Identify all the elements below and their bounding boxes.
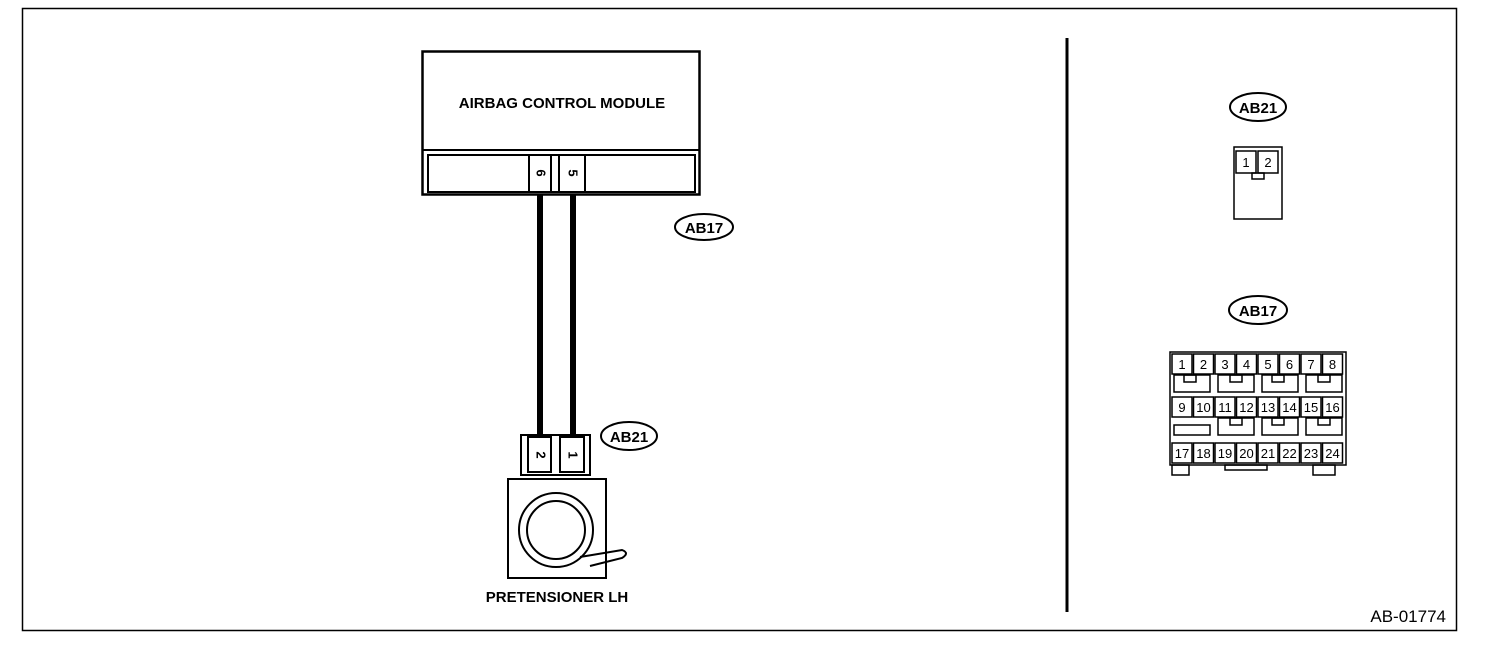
legend-ab17-foot [1224,464,1268,471]
legend-ab21: AB21 1 2 [1229,92,1287,220]
legend-ab17-pin-cell [1300,442,1322,464]
legend-ab17-pin-cell [1257,396,1279,418]
legend-ab17-pin-16: 16 [1325,400,1339,415]
legend-ab17-pin-cell [1192,353,1215,375]
legend-ab17-pin-10: 10 [1196,400,1210,415]
figure-code: AB-01774 [1370,607,1446,626]
legend-ab17-latch-tab [1317,374,1331,383]
legend-ab17-pin-cell [1171,353,1193,375]
connector-callout-ab21: AB21 [600,421,658,451]
module-terminal-6: 6 [534,169,549,176]
legend-ab17-latch [1173,424,1211,436]
legend-ab17-pin-cell [1235,442,1258,464]
legend-ab17-pin-cell [1235,353,1258,375]
pretensioner-reel-outer [518,492,594,568]
legend-ab17-pin-cell [1214,396,1236,418]
pretensioner-belt-tail [579,548,627,567]
legend-ab21-pin-1: 1 [1242,155,1249,170]
legend-ab17-pin-cell [1278,396,1301,418]
legend-ab17-pin-5: 5 [1264,357,1271,372]
legend-ab17-pin-14: 14 [1282,400,1296,415]
pretensioner-reel-inner [526,500,586,560]
legend-ab17-pin-22: 22 [1282,446,1296,461]
pretensioner-terminal-2: 2 [534,451,549,458]
legend-ab17-foot [1171,464,1190,476]
module-terminal-cell [558,154,586,193]
module-label: AIRBAG CONTROL MODULE [459,95,665,112]
legend-ab17-pin-24: 24 [1325,446,1339,461]
legend-ab17-pin-15: 15 [1304,400,1318,415]
legend-ab17-latch-tab [1183,374,1197,383]
airbag-control-module: AIRBAG CONTROL MODULE 6 5 [421,50,701,196]
pretensioner-label: PRETENSIONER LH [486,589,629,606]
callout-ab17-label: AB17 [685,220,723,237]
legend-ab17-pin-13: 13 [1261,400,1275,415]
diagram-frame [21,7,1458,632]
callout-ab21-label: AB21 [610,429,648,446]
legend-ab17-pin-11: 11 [1218,400,1232,415]
pretensioner-terminal-cell [527,436,552,473]
legend-ab17-pin-19: 19 [1218,446,1232,461]
legend-ab17-pin-cell [1278,442,1301,464]
legend-ab17-pin-23: 23 [1304,446,1318,461]
legend-ab17-pin-18: 18 [1196,446,1210,461]
legend-ab17-pin-cell [1257,442,1279,464]
legend-ab17-pin-cell [1192,442,1215,464]
legend-ab17-pin-9: 9 [1178,400,1185,415]
legend-ab17-pin-6: 6 [1286,357,1293,372]
legend-ab17-pin-cell [1192,396,1215,418]
legend-ab17-pin-17: 17 [1175,446,1189,461]
legend-ab17-pin-4: 4 [1243,357,1250,372]
legend-ab17-pin-1: 1 [1178,357,1185,372]
legend-ab17-pin-3: 3 [1221,357,1228,372]
legend-ab17-pin-cell [1321,396,1344,418]
legend-ab21-label: AB21 [1239,100,1277,117]
legend-ab21-pin-cell [1257,150,1279,174]
pretensioner-terminal-1: 1 [566,451,581,458]
legend-ab17-pin-8: 8 [1329,357,1336,372]
legend-ab21-latch [1251,172,1265,180]
pretensioner-terminal-cell [559,436,585,473]
legend-ab17-pin-cell [1257,353,1279,375]
legend-ab21-pin-cell [1235,150,1257,174]
legend-ab17-pin-20: 20 [1239,446,1253,461]
legend-ab17-pin-cell [1300,353,1322,375]
legend-ab17-pin-cell [1171,442,1193,464]
pretensioner-connector: 2 1 [520,434,591,476]
legend-ab17-pin-2: 2 [1200,357,1207,372]
legend-ab17-foot [1312,464,1336,476]
legend-ab17-pin-cell [1321,442,1344,464]
legend-ab17-label: AB17 [1239,303,1277,320]
legend-ab17-pin-cell [1235,396,1258,418]
legend-ab17-pin-cell [1300,396,1322,418]
module-terminal-cell [528,154,552,193]
pretensioner-body [507,478,627,579]
legend-ab17-pin-cell [1171,396,1193,418]
legend-ab17-latch-tab [1317,417,1331,426]
legend-ab17-pin-12: 12 [1239,400,1253,415]
legend-ab17-pin-21: 21 [1261,446,1275,461]
legend-ab17-pin-cell [1278,353,1301,375]
legend-ab21-pin-2: 2 [1264,155,1271,170]
legend-ab17-latch-tab [1229,374,1243,383]
legend-ab17-latch-tab [1271,374,1285,383]
legend-ab17-latch-tab [1229,417,1243,426]
legend-ab17-latch-tab [1271,417,1285,426]
connector-callout-ab17: AB17 [674,213,734,241]
legend-ab17-pin-cell [1214,442,1236,464]
legend-ab17-pin-cell [1321,353,1344,375]
legend-ab17-pin-cell [1214,353,1236,375]
module-terminal-5: 5 [566,169,581,176]
legend-ab17-pin-7: 7 [1307,357,1314,372]
